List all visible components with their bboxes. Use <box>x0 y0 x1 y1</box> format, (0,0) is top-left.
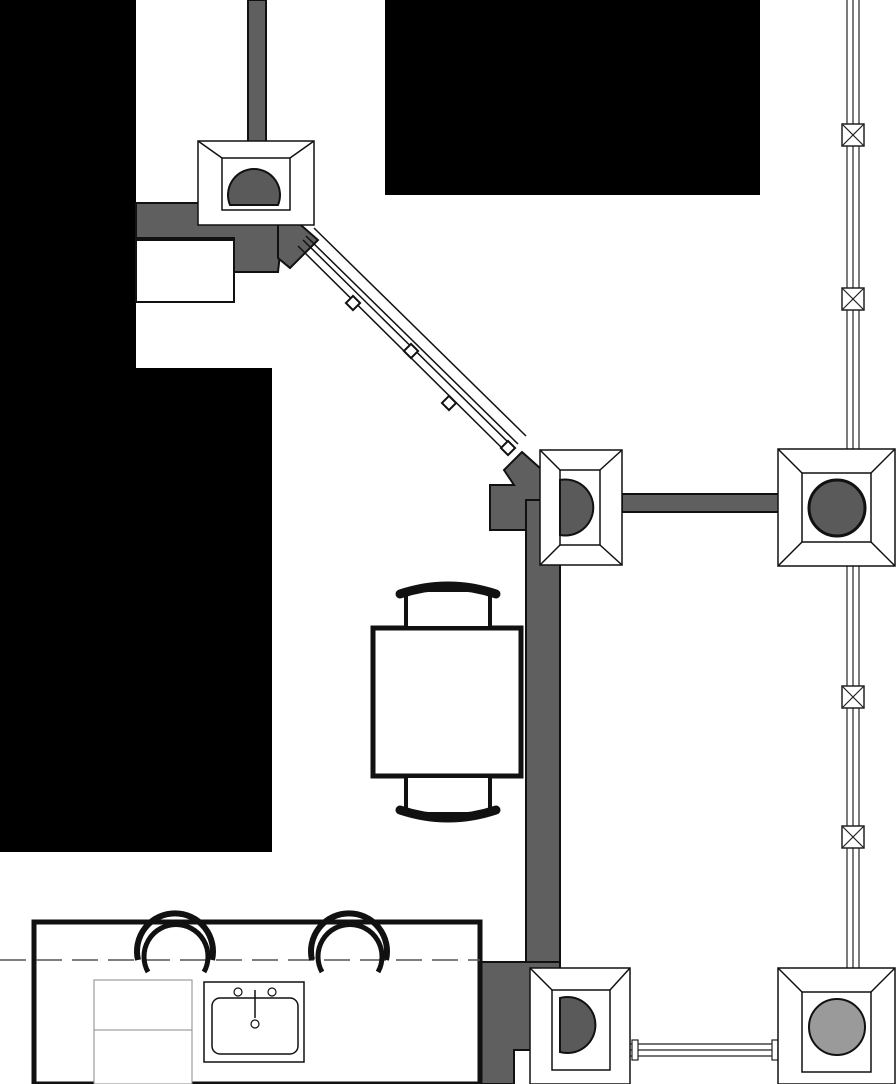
window-mullion-box-2 <box>841 287 865 311</box>
column-5 <box>777 967 896 1084</box>
window-mullion-2 <box>402 342 420 360</box>
column-1 <box>197 140 315 226</box>
masked-region-left-lower <box>0 368 272 852</box>
masked-region-left-upper <box>0 0 136 370</box>
wall-north-vertical <box>247 0 267 146</box>
window-mullion-box-4 <box>841 825 865 849</box>
masked-regions <box>0 0 760 852</box>
column-2 <box>539 449 623 566</box>
masked-region-top <box>385 0 760 195</box>
dining-set <box>370 581 524 823</box>
wall-mid-horizontal <box>621 493 781 513</box>
wall-west-inset <box>135 239 235 303</box>
window-mullion-3 <box>440 394 458 412</box>
bar-stool-2 <box>308 910 390 974</box>
window-mullion-box-3 <box>841 685 865 709</box>
diagonal-window <box>297 227 527 457</box>
window-mullion-1 <box>344 294 362 312</box>
window-mullion-box-1 <box>841 123 865 147</box>
chair-top <box>395 581 501 630</box>
window-mullion-4 <box>499 439 517 457</box>
chair-bottom <box>395 774 501 823</box>
east-curtain-wall-window <box>841 0 865 968</box>
column-3 <box>777 448 896 567</box>
dining-table <box>370 625 524 779</box>
bar-stool-1 <box>134 910 216 974</box>
sink <box>203 981 305 1063</box>
column-4 <box>529 967 631 1084</box>
kitchen-island <box>0 910 483 1084</box>
columns <box>197 140 896 1084</box>
wall-east-vertical <box>525 499 561 971</box>
dishwasher <box>93 979 193 1084</box>
south-window <box>630 1039 780 1061</box>
